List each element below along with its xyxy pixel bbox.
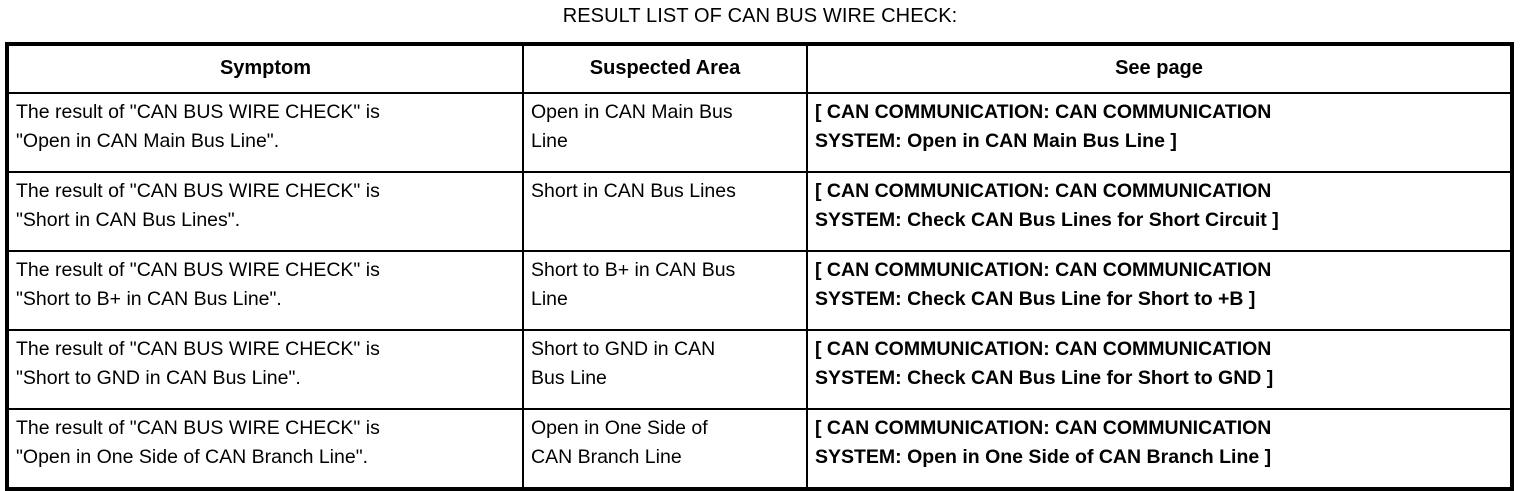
see-page-reference: [ CAN COMMUNICATION: CAN COMMUNICATION S…	[815, 101, 1272, 152]
table-body: The result of "CAN BUS WIRE CHECK" is "O…	[6, 92, 1513, 490]
column-header-suspected-area: Suspected Area	[522, 43, 808, 94]
cell-see-page: [ CAN COMMUNICATION: CAN COMMUNICATION S…	[806, 171, 1513, 252]
table-row: The result of "CAN BUS WIRE CHECK" is "S…	[6, 250, 1513, 331]
cell-symptom: The result of "CAN BUS WIRE CHECK" is "S…	[6, 171, 524, 252]
cell-suspected-area: Short to B+ in CAN Bus Line	[522, 250, 808, 331]
cell-suspected-area: Short to GND in CAN Bus Line	[522, 329, 808, 410]
suspected-area-text: Open in CAN Main Bus Line	[531, 101, 733, 152]
table-row: The result of "CAN BUS WIRE CHECK" is "O…	[6, 92, 1513, 173]
column-header-see-page: See page	[806, 43, 1513, 94]
cell-suspected-area: Open in One Side of CAN Branch Line	[522, 408, 808, 490]
cell-suspected-area: Open in CAN Main Bus Line	[522, 92, 808, 173]
suspected-area-text: Short in CAN Bus Lines	[531, 180, 736, 202]
cell-symptom: The result of "CAN BUS WIRE CHECK" is "O…	[6, 408, 524, 490]
symptom-text: The result of "CAN BUS WIRE CHECK" is "O…	[16, 417, 380, 468]
suspected-area-text: Short to B+ in CAN Bus Line	[531, 259, 736, 310]
cell-see-page: [ CAN COMMUNICATION: CAN COMMUNICATION S…	[806, 329, 1513, 410]
suspected-area-text: Open in One Side of CAN Branch Line	[531, 417, 708, 468]
result-list-table: Symptom Suspected Area See page The resu…	[5, 42, 1514, 491]
cell-see-page: [ CAN COMMUNICATION: CAN COMMUNICATION S…	[806, 92, 1513, 173]
page-title: RESULT LIST OF CAN BUS WIRE CHECK:	[562, 5, 958, 27]
see-page-reference: [ CAN COMMUNICATION: CAN COMMUNICATION S…	[815, 417, 1272, 468]
column-header-symptom: Symptom	[6, 43, 524, 94]
table-row: The result of "CAN BUS WIRE CHECK" is "S…	[6, 171, 1513, 252]
table-header: Symptom Suspected Area See page	[6, 43, 1513, 94]
cell-see-page: [ CAN COMMUNICATION: CAN COMMUNICATION S…	[806, 408, 1513, 490]
table-row: The result of "CAN BUS WIRE CHECK" is "S…	[6, 329, 1513, 410]
see-page-reference: [ CAN COMMUNICATION: CAN COMMUNICATION S…	[815, 338, 1274, 389]
see-page-reference: [ CAN COMMUNICATION: CAN COMMUNICATION S…	[815, 180, 1279, 231]
cell-see-page: [ CAN COMMUNICATION: CAN COMMUNICATION S…	[806, 250, 1513, 331]
cell-symptom: The result of "CAN BUS WIRE CHECK" is "S…	[6, 329, 524, 410]
cell-suspected-area: Short in CAN Bus Lines	[522, 171, 808, 252]
cell-symptom: The result of "CAN BUS WIRE CHECK" is "O…	[6, 92, 524, 173]
symptom-text: The result of "CAN BUS WIRE CHECK" is "S…	[16, 338, 380, 389]
symptom-text: The result of "CAN BUS WIRE CHECK" is "O…	[16, 101, 380, 152]
table-header-row: Symptom Suspected Area See page	[6, 43, 1513, 94]
suspected-area-text: Short to GND in CAN Bus Line	[531, 338, 716, 389]
symptom-text: The result of "CAN BUS WIRE CHECK" is "S…	[16, 180, 380, 231]
see-page-reference: [ CAN COMMUNICATION: CAN COMMUNICATION S…	[815, 259, 1272, 310]
symptom-text: The result of "CAN BUS WIRE CHECK" is "S…	[16, 259, 380, 310]
page-root: RESULT LIST OF CAN BUS WIRE CHECK: Sympt…	[5, 5, 1514, 491]
cell-symptom: The result of "CAN BUS WIRE CHECK" is "S…	[6, 250, 524, 331]
table-row: The result of "CAN BUS WIRE CHECK" is "O…	[6, 408, 1513, 490]
